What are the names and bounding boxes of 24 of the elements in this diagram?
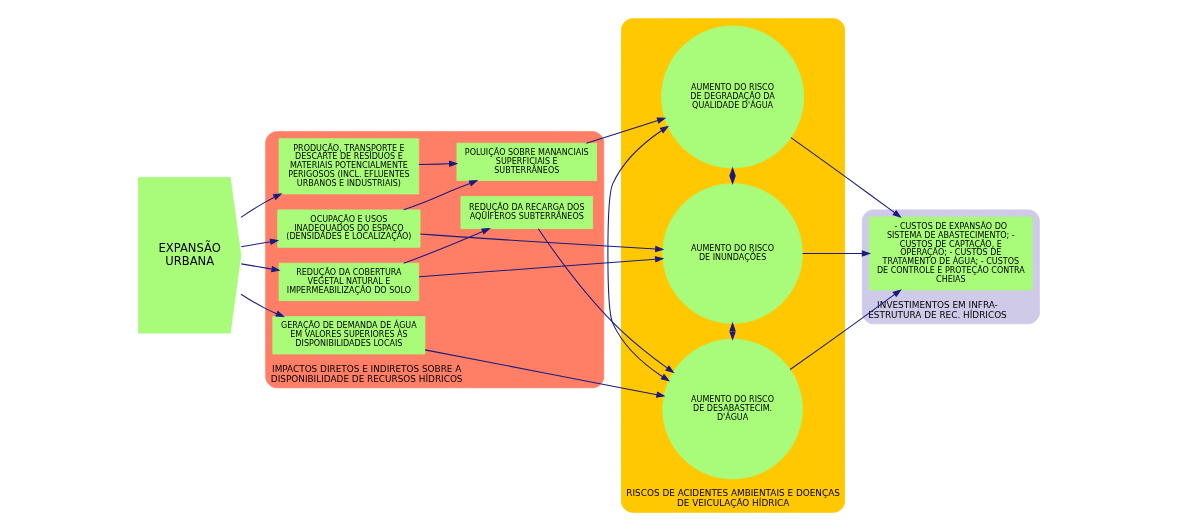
node-box: POLUIÇÃO SOBRE MANANCIAIS SUPERFICIAIS E SUBTERRÂNEOS — [456, 142, 597, 181]
node-box: - CUSTOS DE EXPANSÃO DO SISTEMA DE ABASTECIMENTO; - CUSTOS DE CAPTAÇÃO, E OPERAÇÃO; - CUSTOS DE TRATAMENTO DE ÁGUA; - CUSTOS DE CONTROLE E PROTEÇÃO CONTRA CHEIAS — [868, 216, 1033, 291]
arrow — [240, 263, 281, 273]
arrow — [240, 293, 285, 318]
node-box: REDUÇÃO DA COBERTURA VEGETAL NATURAL E IMPERMEABILIZAÇÃO DO SOLO — [278, 262, 419, 302]
arrow — [801, 250, 871, 257]
arrow — [239, 193, 282, 218]
node-box: OCUPAÇÃO E USOS INADEQUADOS DO ESPAÇO (DENSIDADES E LOCALIZAÇÃO) — [276, 209, 420, 248]
arrow — [419, 233, 664, 253]
node-box: PRODUÇÃO, TRANSPORTE E DESCARTE DE RESÍDUOS E MATERIAIS POTENCIALMENTE PERIGOSOS (INCL. EFLUENTES URBANOS E INDUSTRIAIS) — [278, 138, 419, 195]
arrow — [537, 228, 675, 374]
node-circle: AUMENTO DO RISCO DE INUNDAÇÕES — [661, 183, 803, 324]
arrow — [417, 160, 458, 168]
arrow — [789, 289, 902, 371]
arrow — [417, 255, 664, 278]
node-box: REDUÇÃO DA RECARGA DOS AQÜÍFEROS SUBTERRÂNEOS — [460, 196, 593, 230]
node-box: GERAÇÃO DE DEMANDA DE ÁGUA EM VALORES SUPERIORES ÀS DISPONIBILIDADES LOCAIS — [271, 316, 425, 355]
arrow — [402, 228, 491, 264]
arrow — [606, 125, 670, 382]
arrow — [789, 137, 902, 218]
arrow — [240, 238, 279, 248]
arrow — [423, 349, 666, 398]
arrow — [585, 117, 666, 144]
arrow — [402, 180, 478, 211]
